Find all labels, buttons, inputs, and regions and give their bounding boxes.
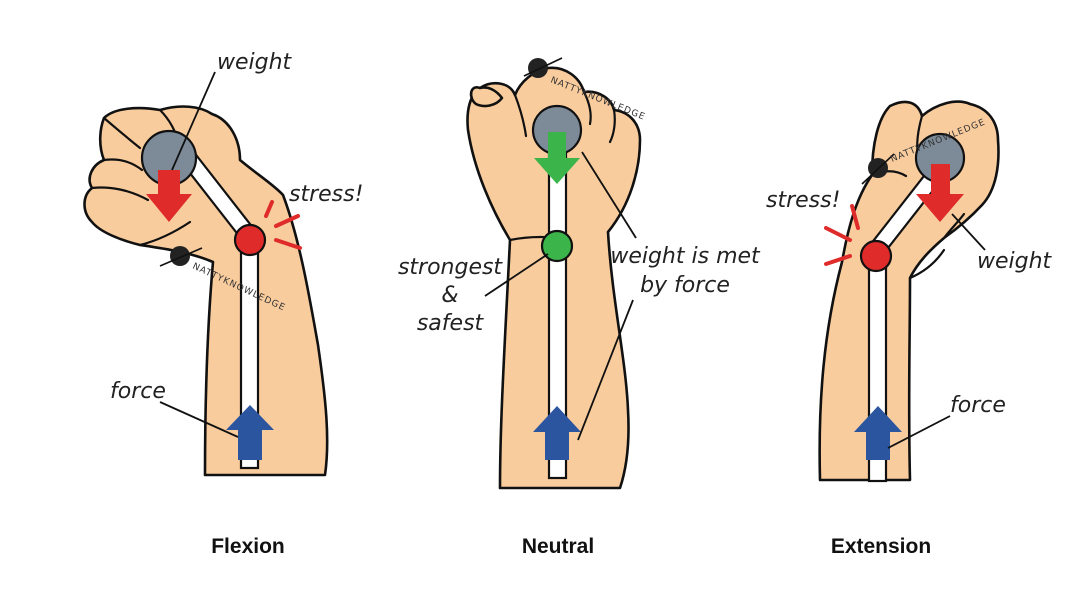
flexion-arm bbox=[83, 105, 329, 477]
flexion-weight-arrow bbox=[146, 170, 192, 222]
neutral-amp-label: & bbox=[441, 283, 458, 308]
neutral-caption: Neutral bbox=[522, 535, 594, 558]
neutral-safe-joint bbox=[540, 229, 574, 263]
extension-weight-arrow bbox=[916, 164, 964, 222]
extension-arm bbox=[818, 100, 1000, 482]
neutral-weight-arrow bbox=[534, 132, 580, 184]
flexion-stress-label: stress! bbox=[289, 182, 363, 207]
extension-weight-label: weight bbox=[977, 249, 1053, 274]
extension-stress-joint bbox=[859, 239, 893, 273]
flexion-panel: NATTYKNOWLEDGE weight stress! force Flex… bbox=[83, 50, 363, 558]
neutral-weight-met-label: weight is met bbox=[610, 244, 761, 269]
flexion-caption: Flexion bbox=[211, 535, 285, 558]
flexion-force-arrow bbox=[226, 405, 274, 460]
extension-stress-burst bbox=[850, 204, 860, 230]
neutral-strongest-label: strongest bbox=[398, 255, 503, 280]
flexion-weight-label: weight bbox=[217, 50, 293, 75]
extension-stress-label: stress! bbox=[766, 188, 840, 213]
neutral-by-force-label: by force bbox=[640, 273, 730, 298]
neutral-safest-label: safest bbox=[417, 311, 485, 336]
extension-caption: Extension bbox=[831, 535, 931, 558]
extension-force-label: force bbox=[950, 393, 1006, 418]
flexion-stress-burst bbox=[264, 200, 274, 218]
extension-panel: NATTYKNOWLEDGE stress! weight force Exte… bbox=[766, 100, 1053, 558]
neutral-force-arrow bbox=[533, 406, 581, 460]
flexion-force-label: force bbox=[110, 379, 166, 404]
neutral-panel: NATTYKNOWLEDGE strongest & safest weight… bbox=[398, 57, 761, 558]
flexion-stress-joint bbox=[233, 223, 267, 257]
